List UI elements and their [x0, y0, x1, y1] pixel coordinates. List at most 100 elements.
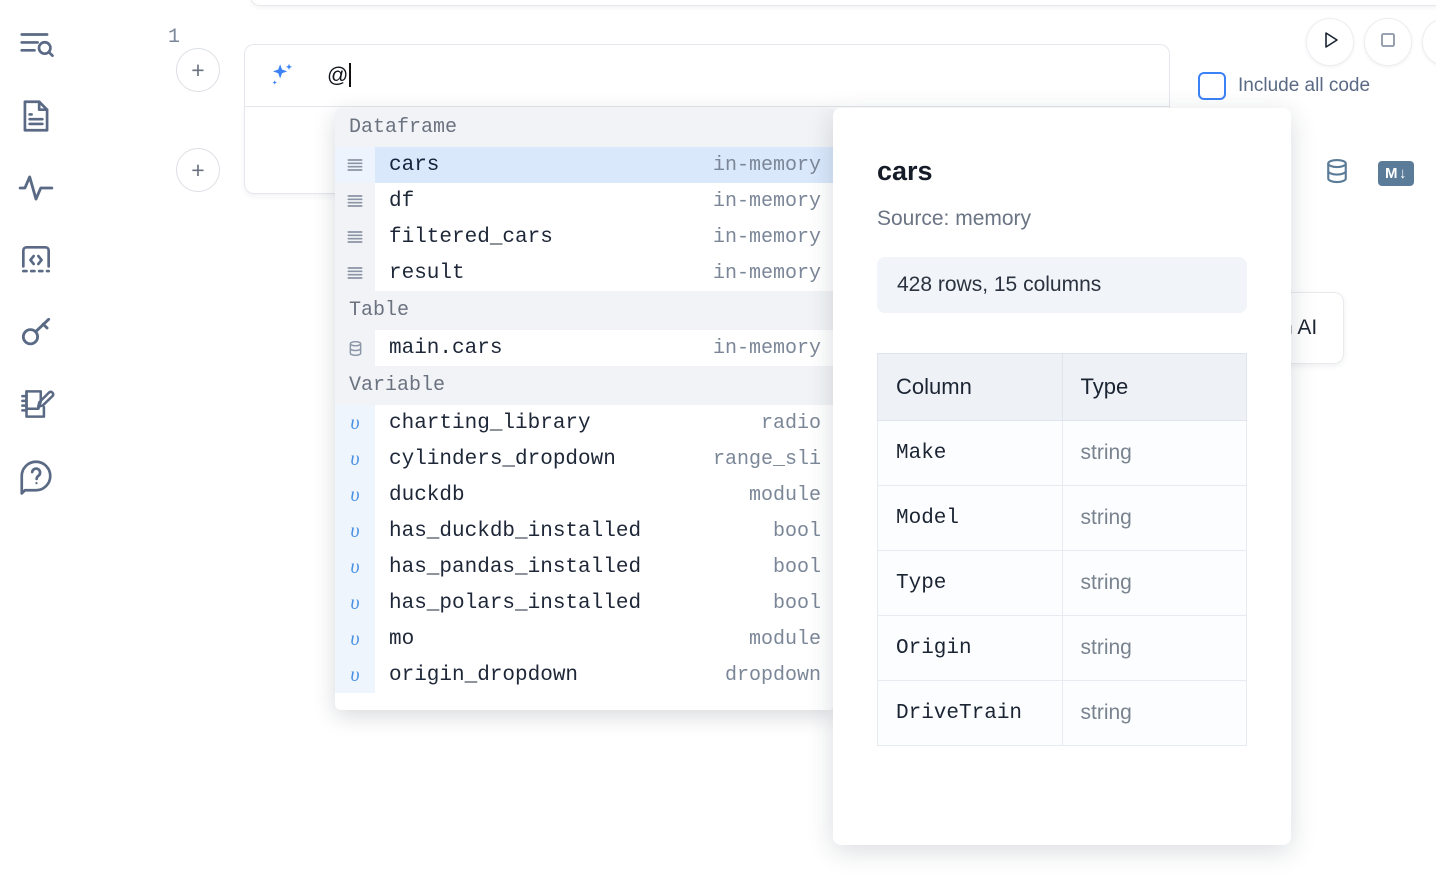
dataframe-icon [335, 147, 375, 183]
autocomplete-item-type: dropdown [724, 663, 821, 687]
autocomplete-item-type: in-memory [712, 189, 821, 213]
add-cell-button-top[interactable]: + [176, 48, 220, 92]
markdown-badge[interactable]: M ↓ [1378, 161, 1414, 186]
text-caret [349, 63, 352, 87]
include-all-code-label: Include all code [1238, 75, 1371, 96]
autocomplete-item-type: in-memory [712, 225, 821, 249]
schema-column-type: string [1061, 615, 1247, 681]
variable-icon: υ [335, 549, 375, 585]
sparkle-icon [267, 61, 297, 91]
cell-above[interactable] [250, 0, 1436, 6]
code-brackets-icon [17, 241, 55, 279]
autocomplete-item-name: mo [389, 627, 415, 651]
autocomplete-item-type: in-memory [712, 261, 821, 285]
schema-column-type: string [1061, 680, 1247, 746]
variable-icon: υ [335, 657, 375, 693]
schema-table-header-row: Column Type [877, 353, 1247, 421]
schema-column-type: string [1061, 550, 1247, 616]
schema-column-name: Model [877, 485, 1063, 551]
autocomplete-item-name: df [389, 189, 415, 213]
ai-prompt-value: @ [327, 64, 349, 87]
autocomplete-item-type: in-memory [712, 153, 821, 177]
play-icon [1318, 28, 1342, 57]
more-actions-button[interactable] [1422, 18, 1436, 66]
add-cell-button-bottom[interactable]: + [176, 148, 220, 192]
detail-source: Source: memory [877, 207, 1032, 230]
autocomplete-item[interactable]: υ has_polars_installed bool [335, 585, 835, 621]
autocomplete-item-name: has_duckdb_installed [389, 519, 642, 543]
sidebar-item-files[interactable] [12, 90, 60, 142]
database-icon[interactable] [1322, 156, 1352, 191]
dataframe-icon [335, 183, 375, 219]
left-icon-rail [0, 0, 72, 874]
down-arrow-icon: ↓ [1399, 165, 1407, 182]
schema-header-column: Column [877, 353, 1063, 421]
autocomplete-item-name: origin_dropdown [389, 663, 579, 687]
autocomplete-item[interactable]: df in-memory [335, 183, 835, 219]
ai-prompt-input[interactable]: @ [327, 63, 352, 88]
autocomplete-item-name: has_polars_installed [389, 591, 642, 615]
sidebar-item-outline-search[interactable] [12, 18, 60, 70]
activity-pulse-icon [17, 169, 55, 207]
help-chat-icon [17, 457, 55, 495]
variable-icon: υ [335, 405, 375, 441]
autocomplete-section-header: Table [335, 291, 835, 330]
sidebar-item-scratchpad[interactable] [12, 378, 60, 430]
file-document-icon [17, 97, 55, 135]
code-line-number: 1 [168, 26, 181, 49]
autocomplete-item-name: cars [389, 153, 440, 177]
autocomplete-item-name: has_pandas_installed [389, 555, 642, 579]
schema-column-name: Type [877, 550, 1063, 616]
autocomplete-item[interactable]: filtered_cars in-memory [335, 219, 835, 255]
autocomplete-item[interactable]: cars in-memory [335, 147, 835, 183]
variable-icon: υ [335, 513, 375, 549]
key-icon [17, 313, 55, 351]
autocomplete-item-type: range_sli [712, 447, 821, 471]
schema-column-type: string [1061, 485, 1247, 551]
variable-icon: υ [335, 585, 375, 621]
autocomplete-item-name: charting_library [389, 411, 591, 435]
include-all-code-checkbox[interactable] [1198, 72, 1226, 100]
dataframe-detail-panel: cars Source: memory 428 rows, 15 columns… [833, 108, 1291, 845]
run-button[interactable] [1306, 18, 1354, 66]
sidebar-item-snippets[interactable] [12, 234, 60, 286]
autocomplete-item-name: main.cars [389, 336, 503, 360]
schema-column-type: string [1061, 420, 1247, 486]
sidebar-item-secrets[interactable] [12, 306, 60, 358]
detail-title: cars [877, 156, 933, 186]
autocomplete-item-name: filtered_cars [389, 225, 553, 249]
schema-header-type: Type [1061, 353, 1247, 421]
sidebar-item-help[interactable] [12, 450, 60, 502]
dataframe-icon [335, 219, 375, 255]
autocomplete-item[interactable]: υ origin_dropdown dropdown [335, 657, 835, 693]
ai-prompt-bar[interactable]: @ [244, 44, 1170, 106]
variable-icon: υ [335, 441, 375, 477]
include-all-code-row[interactable]: Include all code [1198, 72, 1370, 100]
markdown-badge-label: M [1385, 165, 1398, 182]
variable-icon: υ [335, 621, 375, 657]
notebook-pencil-icon [17, 385, 55, 423]
sidebar-item-activity[interactable] [12, 162, 60, 214]
autocomplete-item-name: duckdb [389, 483, 465, 507]
dataframe-icon [335, 255, 375, 291]
schema-column-name: Make [877, 420, 1063, 486]
detail-shape: 428 rows, 15 columns [877, 257, 1247, 313]
stop-button[interactable] [1364, 18, 1412, 66]
schema-column-name: Origin [877, 615, 1063, 681]
autocomplete-item-type: bool [772, 591, 821, 615]
